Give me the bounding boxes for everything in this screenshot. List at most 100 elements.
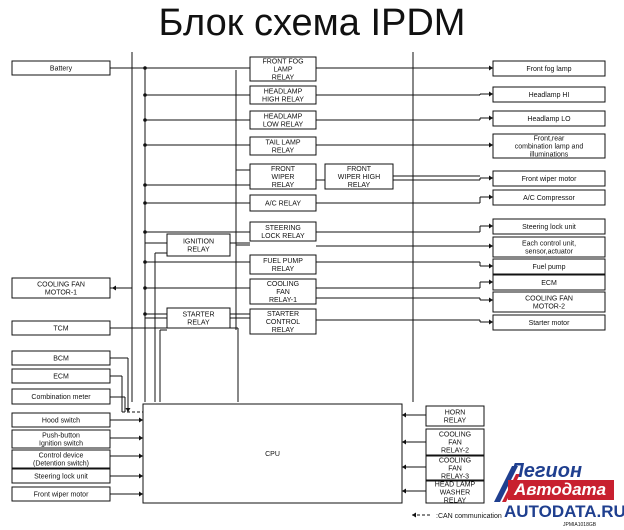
headlamp-hi-label: Headlamp HI [529, 92, 570, 99]
steering-lock-right-label: Steering lock unit [522, 224, 576, 231]
cooling-fan-motor-1-arrow [112, 285, 116, 291]
control-device-label: (Detention switch) [33, 460, 89, 467]
starter-control-relay-label: STARTER [267, 311, 299, 318]
fuel-pump-relay-label: RELAY [272, 266, 295, 273]
ignition-relay-box [166, 233, 231, 257]
cooling-fan-motor-1-label: COOLING FAN [37, 281, 85, 288]
push-button-ignition-box [11, 429, 111, 449]
starter-control-relay-label: CONTROL [266, 319, 300, 326]
headlamp-high-relay-label: HIGH RELAY [262, 96, 304, 103]
legion-autodata-logo: Легион Автодата AUTODATA.RU [490, 460, 624, 530]
cpu-box [142, 403, 403, 504]
hood-switch-box [11, 412, 111, 428]
ecm-left-label: ECM [53, 373, 69, 380]
starter-motor-label: Starter motor [529, 320, 571, 327]
steering-lock-relay-label: LOCK RELAY [261, 233, 305, 240]
cooling-fan-relay-3-box [425, 455, 485, 481]
starter-control-relay-label: RELAY [272, 327, 295, 334]
ac-compressor-label: A/C Compressor [523, 195, 575, 202]
front-wiper-relay-label: WIPER [272, 174, 295, 181]
front-wiper-high-relay-box [324, 163, 394, 190]
ignition-relay-label: RELAY [187, 246, 210, 253]
headlamp-low-relay-label: LOW RELAY [263, 121, 304, 128]
starter-motor-box [492, 314, 606, 331]
junction-dot [143, 260, 147, 264]
head-lamp-washer-relay-box [425, 480, 485, 504]
control-device-label: Control device [39, 452, 84, 459]
arrow [125, 408, 131, 412]
arrow [489, 279, 493, 285]
each-control-unit-label: Each control unit, [522, 240, 576, 247]
ecm-right-label: ECM [541, 280, 557, 287]
control-device-box [11, 449, 111, 469]
bcm-box [11, 350, 111, 366]
front-wiper-relay-label: FRONT [271, 166, 296, 173]
tcm-label: TCM [53, 325, 68, 332]
arrow [489, 142, 493, 148]
combination-meter-box [11, 388, 111, 405]
cooling-fan-relay-2-label: FAN [448, 439, 462, 446]
tcm-box [11, 320, 111, 336]
cooling-fan-relay-2-label: COOLING [439, 431, 471, 438]
arrow [402, 439, 406, 445]
starter-relay-box [166, 307, 231, 329]
front-fog-relay-box [249, 56, 317, 82]
front-rear-combination-label: illuminations [530, 151, 569, 158]
cooling-fan-motor-2-label: COOLING FAN [525, 295, 573, 302]
fuel-pump-relay-box [249, 254, 317, 275]
page-title: Блок схема IPDM [158, 2, 466, 44]
junction-dot [143, 312, 147, 316]
cooling-fan-motor-2-box [492, 291, 606, 313]
horn-relay-box [425, 405, 485, 427]
front-wiper-motor-left-box [11, 486, 111, 502]
battery-label: Battery [50, 65, 73, 72]
front-fog-lamp-box [492, 60, 606, 77]
front-fog-relay-label: LAMP [273, 66, 292, 73]
cooling-fan-relay-3-label: FAN [448, 465, 462, 472]
arrow [489, 115, 493, 121]
steering-lock-right-box [492, 218, 606, 235]
headlamp-high-relay-label: HEADLAMP [264, 88, 303, 95]
headlamp-hi-box [492, 86, 606, 103]
steering-lock-left-label: Steering lock unit [34, 473, 88, 480]
cooling-fan-relay-1-label: RELAY-1 [269, 297, 297, 304]
junction-dot [143, 286, 147, 290]
front-fog-relay-label: FRONT FOG [262, 58, 303, 65]
fuel-pump-label: Fuel pump [532, 264, 565, 271]
ac-relay-label: A/C RELAY [265, 200, 301, 207]
front-rear-combination-label: Front,rear [534, 135, 565, 142]
cooling-fan-motor-2-label: MOTOR-2 [533, 303, 565, 310]
logo-line-3: AUTODATA.RU [504, 502, 624, 521]
arrow [489, 91, 493, 97]
steering-lock-relay-box [249, 221, 317, 242]
arrow [402, 412, 406, 418]
front-rear-combination-label: combination lamp and [515, 143, 584, 150]
battery-box [11, 60, 111, 76]
cooling-fan-relay-1-box [249, 278, 317, 305]
headlamp-high-relay-box [249, 85, 317, 105]
cooling-fan-relay-3-label: COOLING [439, 457, 471, 464]
arrow [489, 263, 493, 269]
horn-relay-label: RELAY [444, 417, 467, 424]
front-fog-relay-label: RELAY [272, 74, 295, 81]
legend-label: :CAN communication [436, 513, 502, 520]
combination-meter-label: Combination meter [31, 394, 91, 401]
tail-lamp-relay-label: RELAY [272, 147, 295, 154]
front-wiper-motor-right-box [492, 170, 606, 187]
cooling-fan-relay-1-label: COOLING [267, 281, 299, 288]
starter-control-relay-box [249, 308, 317, 335]
cooling-fan-motor-1-box [11, 277, 111, 299]
ac-compressor-box [492, 189, 606, 206]
arrow [139, 435, 143, 441]
fuel-pump-box [492, 258, 606, 275]
front-wiper-high-relay-label: WIPER HIGH [338, 174, 380, 181]
arrow [489, 194, 493, 200]
logo-line-1: Легион [510, 460, 583, 482]
ignition-relay-label: IGNITION [183, 238, 214, 245]
front-rear-combination-box [492, 133, 606, 159]
ac-relay-box [249, 194, 317, 212]
cooling-fan-relay-2-box [425, 428, 485, 456]
arrow [139, 453, 143, 459]
